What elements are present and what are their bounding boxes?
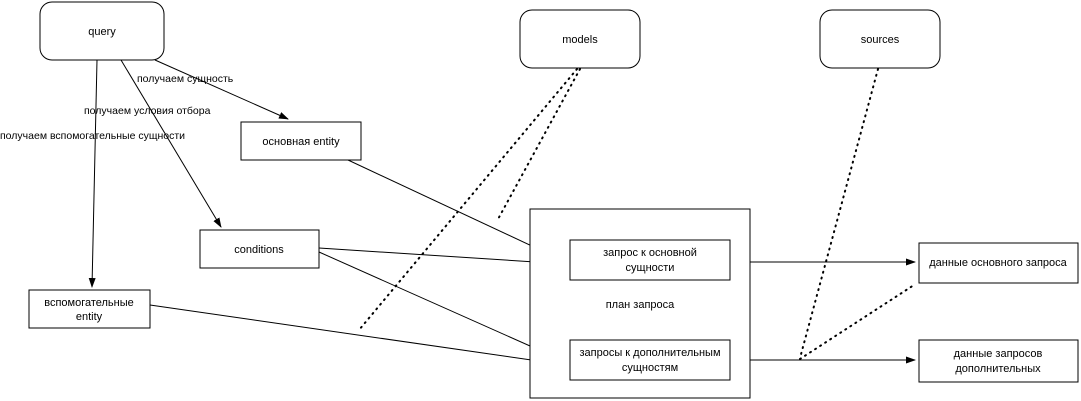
extra-queries-box[interactable] xyxy=(569,339,731,381)
node-aux-entity[interactable]: вспомогательные entity xyxy=(28,289,151,329)
edge-conditions-to-extra-queries xyxy=(318,251,567,363)
node-main-entity[interactable]: основная entity xyxy=(240,121,362,161)
query-label: query xyxy=(88,26,116,38)
extra-queries-label-line2: сущностям xyxy=(622,362,678,374)
extra-data-label-line2: дополнительных xyxy=(955,363,1041,375)
aux-entity-label-line2: entity xyxy=(76,311,103,323)
main-query-label-line1: запрос к основной xyxy=(603,247,697,259)
edge-sources-dotted-a xyxy=(799,68,879,359)
models-label: models xyxy=(562,34,598,46)
plan-container-label: план запроса xyxy=(606,299,675,311)
label-get-aux-entities: получаем вспомогательные сущности xyxy=(0,130,185,142)
extra-queries-label-line1: запросы к дополнительным xyxy=(579,347,720,359)
edge-aux-entity-to-extra-queries xyxy=(149,304,567,368)
sources-label: sources xyxy=(861,34,900,46)
edge-query-to-aux-entity xyxy=(88,59,98,288)
main-query-box[interactable] xyxy=(569,239,731,281)
edge-models-dotted-a xyxy=(358,68,578,331)
main-entity-box[interactable] xyxy=(240,121,362,161)
conditions-box[interactable] xyxy=(199,229,320,269)
node-main-query[interactable]: запрос к основной сущности xyxy=(569,239,731,281)
edge-conditions-to-main-query xyxy=(318,247,567,267)
edge-labels: получаем сущность получаем условия отбор… xyxy=(0,73,234,142)
edge-sources-dotted-b xyxy=(799,284,915,360)
query-box[interactable] xyxy=(39,1,165,61)
sources-box[interactable] xyxy=(819,9,941,69)
conditions-label: conditions xyxy=(234,244,284,256)
extra-data-box[interactable] xyxy=(918,339,1079,383)
edge-query-to-conditions xyxy=(120,59,222,228)
edge-query-to-main-entity xyxy=(154,59,289,120)
extra-data-label-line1: данные запросов xyxy=(954,348,1043,360)
node-conditions[interactable]: conditions xyxy=(199,229,320,269)
node-sources[interactable]: sources xyxy=(819,9,941,69)
aux-entity-box[interactable] xyxy=(28,289,151,329)
node-extra-data[interactable]: данные запросов дополнительных xyxy=(918,339,1079,383)
node-main-data[interactable]: данные основного запроса xyxy=(918,242,1079,284)
main-entity-label: основная entity xyxy=(262,136,340,148)
node-query[interactable]: query xyxy=(39,1,165,61)
label-get-conditions: получаем условия отбора xyxy=(84,105,211,117)
aux-entity-label-line1: вспомогательные xyxy=(44,297,134,309)
edge-models-dotted-b xyxy=(496,68,581,222)
edges-dotted xyxy=(358,68,915,360)
label-get-entity: получаем сущность xyxy=(137,73,234,85)
edges-solid xyxy=(88,59,916,368)
main-data-box[interactable] xyxy=(918,242,1079,284)
models-box[interactable] xyxy=(519,9,641,69)
node-models[interactable]: models xyxy=(519,9,641,69)
main-data-label: данные основного запроса xyxy=(929,257,1067,269)
main-query-label-line2: сущности xyxy=(626,262,675,274)
node-extra-queries[interactable]: запросы к дополнительным сущностям xyxy=(569,339,731,381)
